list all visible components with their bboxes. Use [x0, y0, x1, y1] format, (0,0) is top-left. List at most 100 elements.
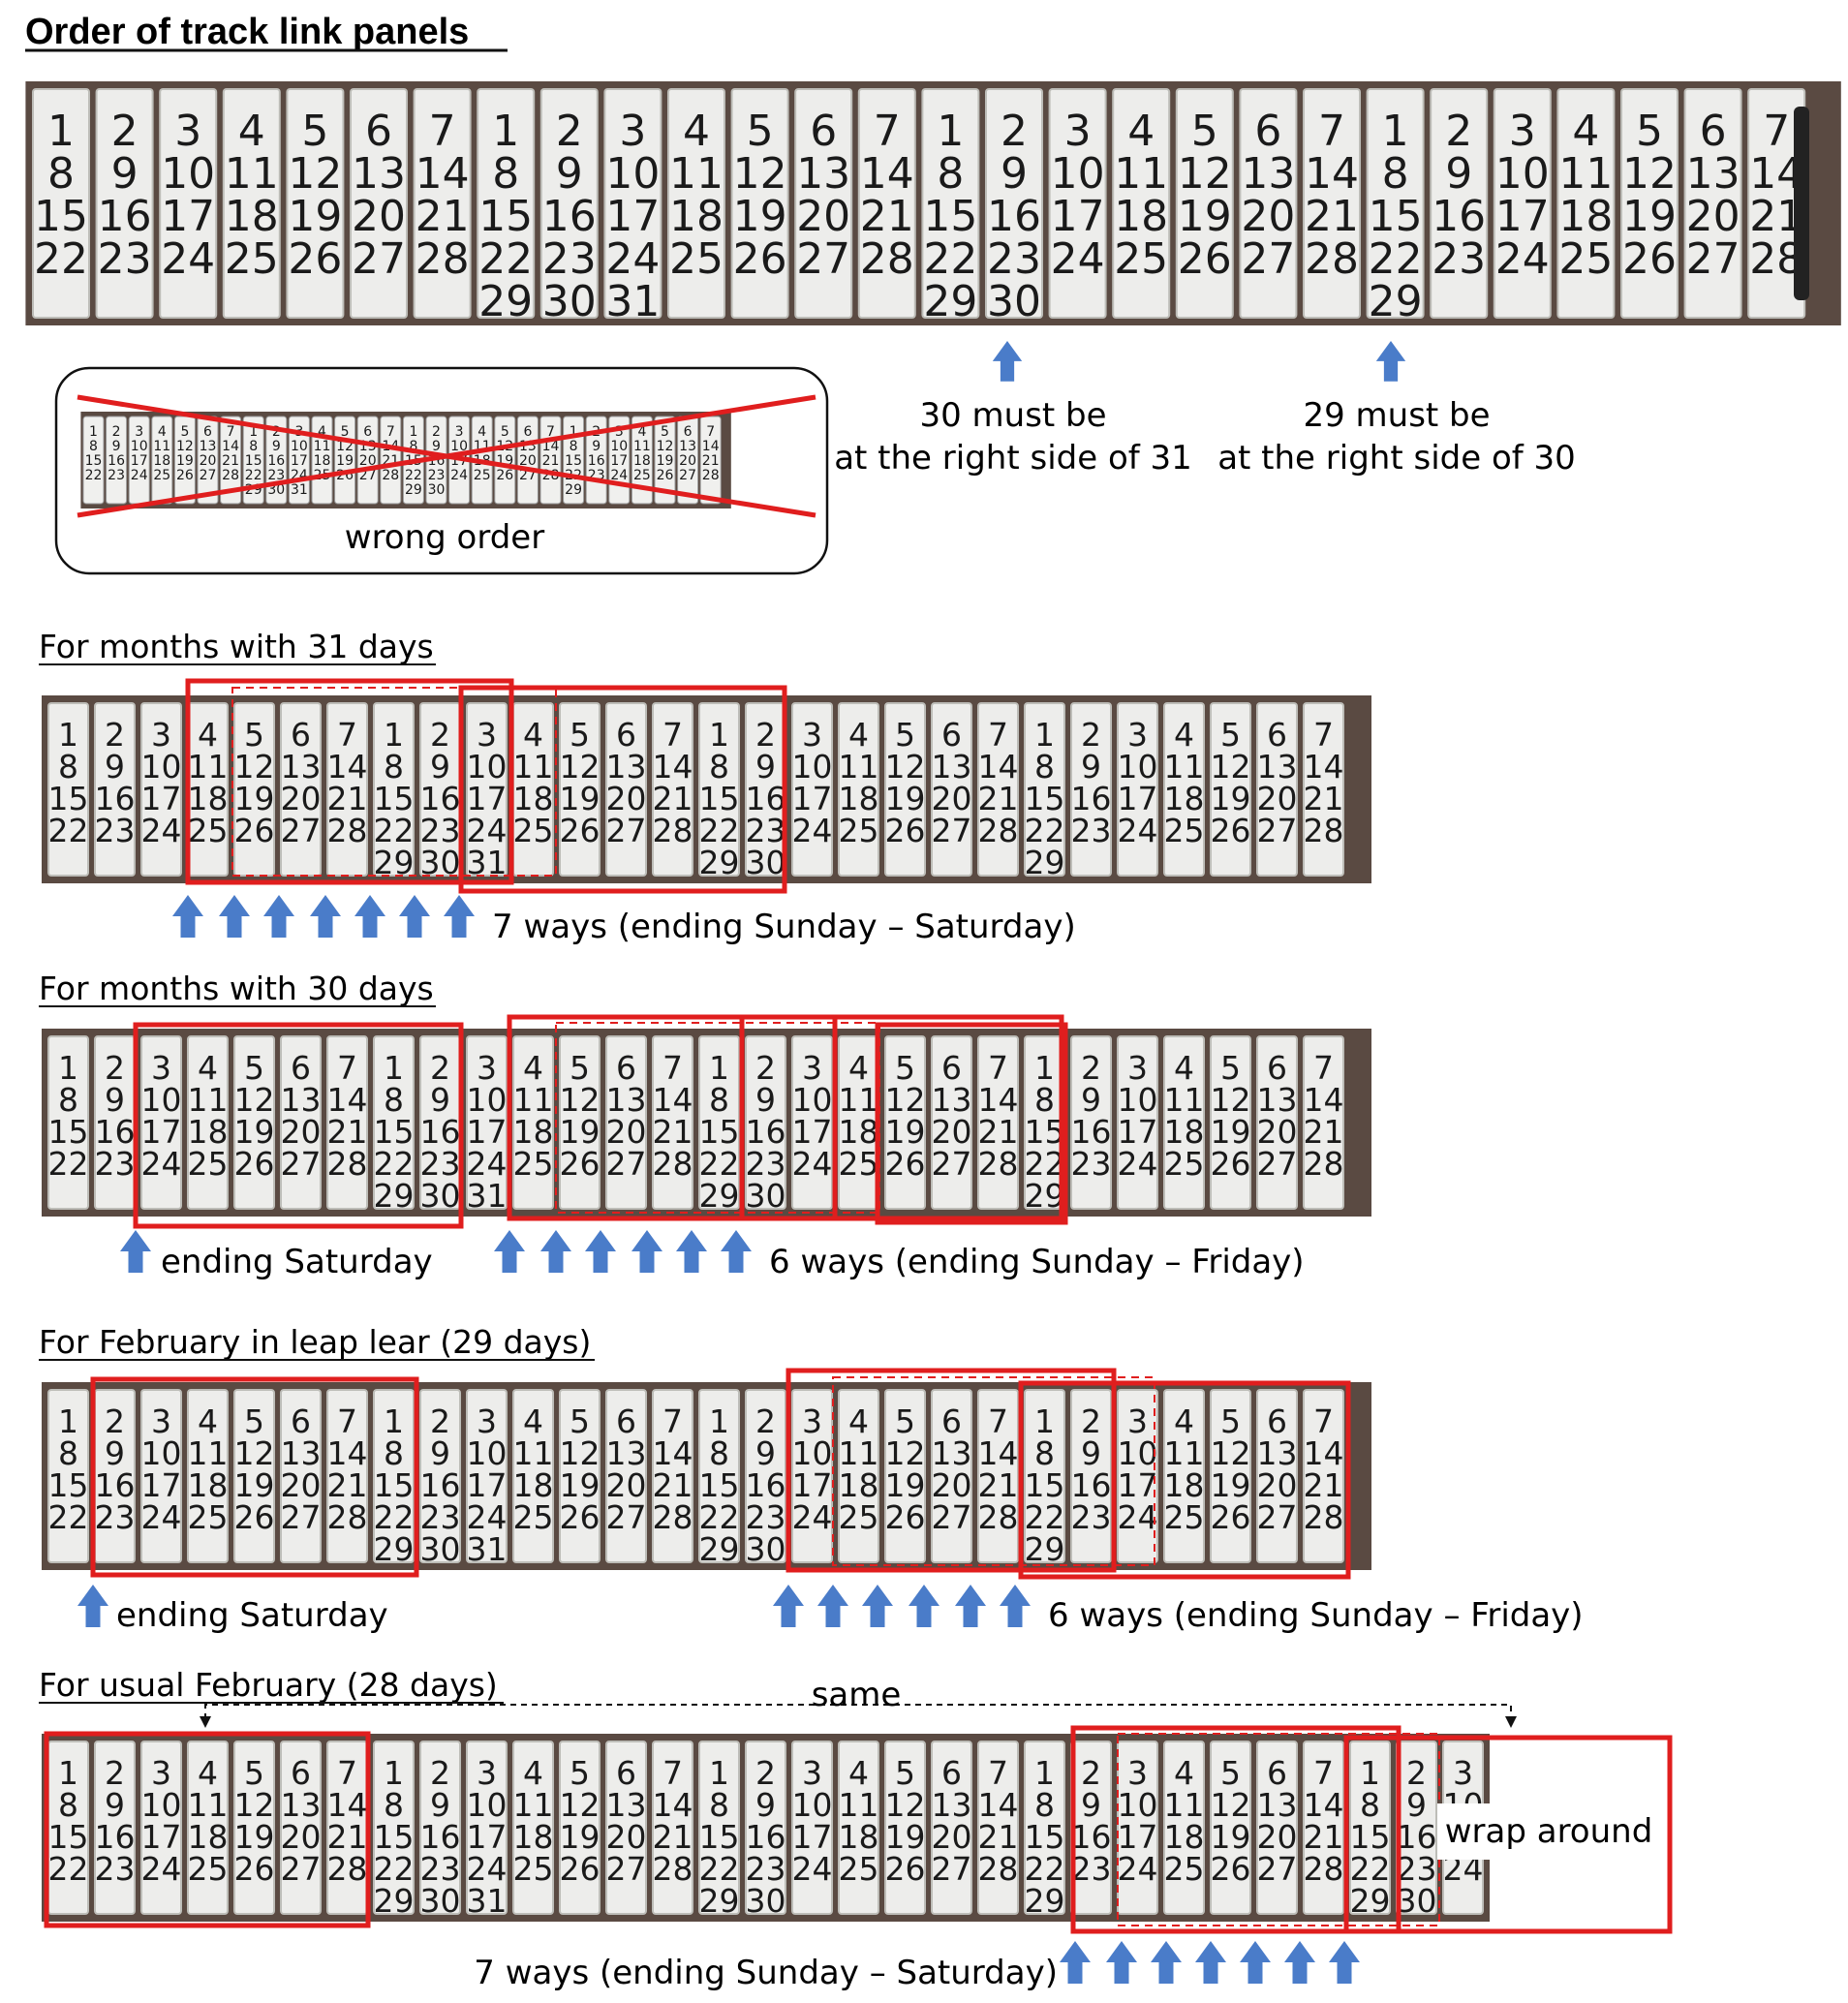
up-arrow-icon: [585, 1230, 616, 1273]
panel-number: 15: [1025, 1818, 1065, 1856]
panel-number: 1: [58, 1402, 78, 1440]
panel-number: 17: [131, 453, 148, 469]
panel-number: 23: [95, 812, 136, 849]
panel-number: 18: [1164, 1466, 1205, 1504]
panel-number: 8: [89, 439, 98, 454]
panel-number: 27: [606, 812, 647, 849]
panel-tile: [921, 88, 980, 319]
panel-number: 10: [1495, 149, 1550, 199]
panel-number: 19: [885, 1466, 926, 1504]
panel-number: 20: [932, 1113, 972, 1151]
panel-number: 11: [669, 149, 724, 199]
panel-number: 8: [709, 1434, 729, 1472]
panel-number: 28: [1304, 1498, 1344, 1536]
panel-tile: [1430, 88, 1489, 319]
panel-number: 11: [839, 1786, 879, 1824]
panel-number: 2: [105, 1402, 125, 1440]
panel-number: 27: [606, 1498, 647, 1536]
panel-number: 27: [796, 234, 850, 284]
panel-number: 9: [1406, 1786, 1427, 1824]
panel-number: 20: [1257, 1818, 1298, 1856]
panel-number: 15: [1369, 192, 1423, 241]
panel-number: 6: [1267, 1754, 1287, 1792]
panel-number: 14: [327, 1434, 368, 1472]
panel-number: 25: [1164, 1498, 1205, 1536]
panel-number: 16: [746, 1466, 786, 1504]
panel-number: 12: [1178, 149, 1232, 199]
panel-number: 29: [699, 1882, 740, 1920]
panel-number: 27: [200, 468, 217, 483]
dashed-highlight-box: [231, 687, 557, 877]
panel-number: 1: [58, 716, 78, 754]
panel-number: 9: [592, 439, 601, 454]
panel-number: 1: [249, 424, 258, 440]
panel-number: 9: [755, 1786, 776, 1824]
panel-tile: [791, 1389, 833, 1563]
panel-number: 26: [560, 1145, 601, 1183]
panel-number: 7: [1313, 1402, 1334, 1440]
note-30-line2: at the right side of 31: [834, 439, 1192, 478]
panel-number: 14: [327, 748, 368, 786]
strip-28-days: 1815222916233101724411182551219266132027…: [42, 1734, 1490, 1922]
panel-number: 9: [432, 439, 441, 454]
panel-tile: [745, 1035, 786, 1210]
panel-number: 23: [95, 1145, 136, 1183]
panel-number: 26: [234, 1850, 275, 1888]
panel-number: 22: [1025, 1145, 1065, 1183]
panel-number: 2: [430, 1402, 450, 1440]
panel-number: 22: [374, 812, 415, 849]
panel-number: 30: [746, 1882, 786, 1920]
panel-number: 29: [923, 277, 977, 326]
panel-tile: [985, 88, 1043, 319]
panel-number: 6: [616, 1049, 636, 1087]
label-29-ending-saturday: ending Saturday: [116, 1596, 388, 1635]
panel-tile: [1210, 702, 1251, 877]
panel-number: 14: [327, 1786, 368, 1824]
panel-number: 2: [105, 1754, 125, 1792]
panel-number: 29: [374, 1882, 415, 1920]
panel-tile: [373, 702, 415, 877]
panel-number: 5: [501, 424, 509, 440]
panel-number: 4: [477, 424, 486, 440]
panel-number: 14: [1304, 1081, 1344, 1119]
panel-number: 7: [874, 107, 901, 156]
panel-number: 9: [556, 149, 583, 199]
panel-number: 6: [941, 1754, 962, 1792]
panel-number: 22: [699, 1850, 740, 1888]
panel-number: 15: [374, 1466, 415, 1504]
panel-number: 12: [1211, 1081, 1251, 1119]
panel-number: 5: [244, 1402, 264, 1440]
panel-tile: [667, 88, 725, 319]
panel-number: 5: [1636, 107, 1663, 156]
panel-number: 23: [98, 234, 152, 284]
panel-tile: [494, 416, 516, 505]
panel-tile: [539, 88, 599, 319]
panel-number: 10: [141, 748, 182, 786]
panel-number: 24: [467, 1850, 508, 1888]
panel-number: 17: [1118, 1113, 1158, 1151]
panel-number: 16: [1071, 1466, 1112, 1504]
panel-number: 4: [848, 1402, 869, 1440]
panel-number: 2: [755, 1754, 776, 1792]
panel-number: 5: [895, 1049, 915, 1087]
panel-number: 1: [1034, 1049, 1055, 1087]
panel-number: 14: [978, 748, 1019, 786]
up-arrow-icon: [773, 1585, 804, 1627]
panel-number: 10: [1118, 748, 1158, 786]
panel-number: 24: [467, 1498, 508, 1536]
panel-number: 10: [467, 1786, 508, 1824]
panel-number: 25: [1164, 1145, 1205, 1183]
panel-number: 11: [188, 1081, 229, 1119]
panel-tile: [1210, 1035, 1251, 1210]
panel-number: 11: [839, 1434, 879, 1472]
panel-number: 17: [1118, 1466, 1158, 1504]
panel-number: 20: [796, 192, 850, 241]
panel-number: 21: [653, 1466, 693, 1504]
panel-number: 3: [802, 1754, 822, 1792]
panel-tile: [1163, 702, 1205, 877]
panel-number: 9: [430, 1786, 450, 1824]
panel-number: 22: [245, 468, 262, 483]
panel-number: 26: [560, 812, 601, 849]
up-arrow-icon: [172, 895, 203, 938]
panel-number: 5: [244, 716, 264, 754]
